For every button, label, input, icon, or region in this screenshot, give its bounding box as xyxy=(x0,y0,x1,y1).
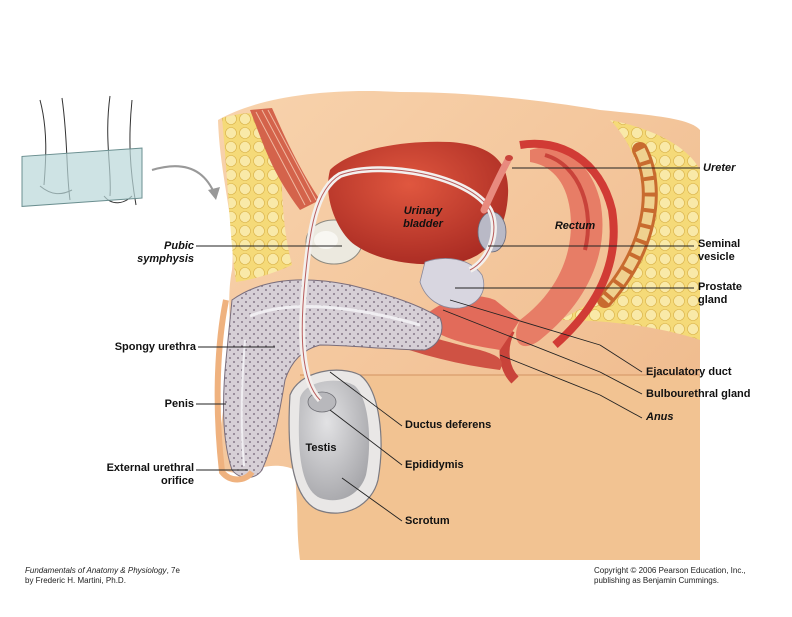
footer-copyright-line1: Copyright © 2006 Pearson Education, Inc.… xyxy=(594,566,746,575)
footer-author: by Frederic H. Martini, Ph.D. xyxy=(25,576,126,585)
label-prostate-gland-line2: gland xyxy=(698,294,728,306)
penis xyxy=(214,279,443,483)
label-pubic-symphysis-line1: Pubic xyxy=(164,240,194,252)
label-ejaculatory-duct: Ejaculatory duct xyxy=(646,366,732,378)
footer-copyright: Copyright © 2006 Pearson Education, Inc.… xyxy=(594,566,746,586)
orientation-inset xyxy=(21,95,220,207)
label-pubic-symphysis: Pubic symphysis xyxy=(100,240,194,266)
label-prostate-gland: Prostate gland xyxy=(698,281,742,307)
label-seminal-vesicle-line1: Seminal xyxy=(698,238,741,250)
footer-book-line: Fundamentals of Anatomy & Physiology, 7e xyxy=(25,566,180,576)
label-ureter: Ureter xyxy=(703,162,736,174)
label-anus: Anus xyxy=(646,411,674,423)
footer-book-title: Fundamentals of Anatomy & Physiology xyxy=(25,566,167,575)
label-bulbourethral-gland: Bulbourethral gland xyxy=(646,388,751,400)
label-rectum: Rectum xyxy=(554,220,596,232)
label-spongy-urethra: Spongy urethra xyxy=(114,341,196,353)
label-external-urethral-orifice: External urethral orifice xyxy=(84,462,194,488)
ureter xyxy=(480,155,513,214)
label-urinary-bladder-line2: bladder xyxy=(403,218,443,230)
footer-copyright-line2: publishing as Benjamin Cummings. xyxy=(594,576,719,585)
footer-edition: , 7e xyxy=(166,566,180,575)
label-ductus-deferens: Ductus deferens xyxy=(405,419,492,431)
footer-citation: Fundamentals of Anatomy & Physiology, 7e… xyxy=(25,566,180,586)
label-external-urethral-orifice-line1: External urethral xyxy=(106,462,194,474)
scrotum xyxy=(288,369,382,514)
label-prostate-gland-line1: Prostate xyxy=(698,281,743,293)
label-seminal-vesicle: Seminal vesicle xyxy=(698,238,740,264)
ductus-deferens xyxy=(299,166,497,403)
label-scrotum: Scrotum xyxy=(405,515,450,527)
urinary-bladder xyxy=(328,141,509,265)
label-seminal-vesicle-line2: vesicle xyxy=(698,251,735,263)
label-epididymis: Epididymis xyxy=(405,459,464,471)
label-pubic-symphysis-line2: symphysis xyxy=(137,253,194,265)
leader-lines xyxy=(196,167,700,522)
label-urinary-bladder-line1: Urinary xyxy=(403,205,443,217)
label-testis: Testis xyxy=(305,442,337,454)
label-penis: Penis xyxy=(164,398,194,410)
label-external-urethral-orifice-line2: orifice xyxy=(160,475,194,487)
label-urinary-bladder: Urinary bladder xyxy=(393,205,453,231)
